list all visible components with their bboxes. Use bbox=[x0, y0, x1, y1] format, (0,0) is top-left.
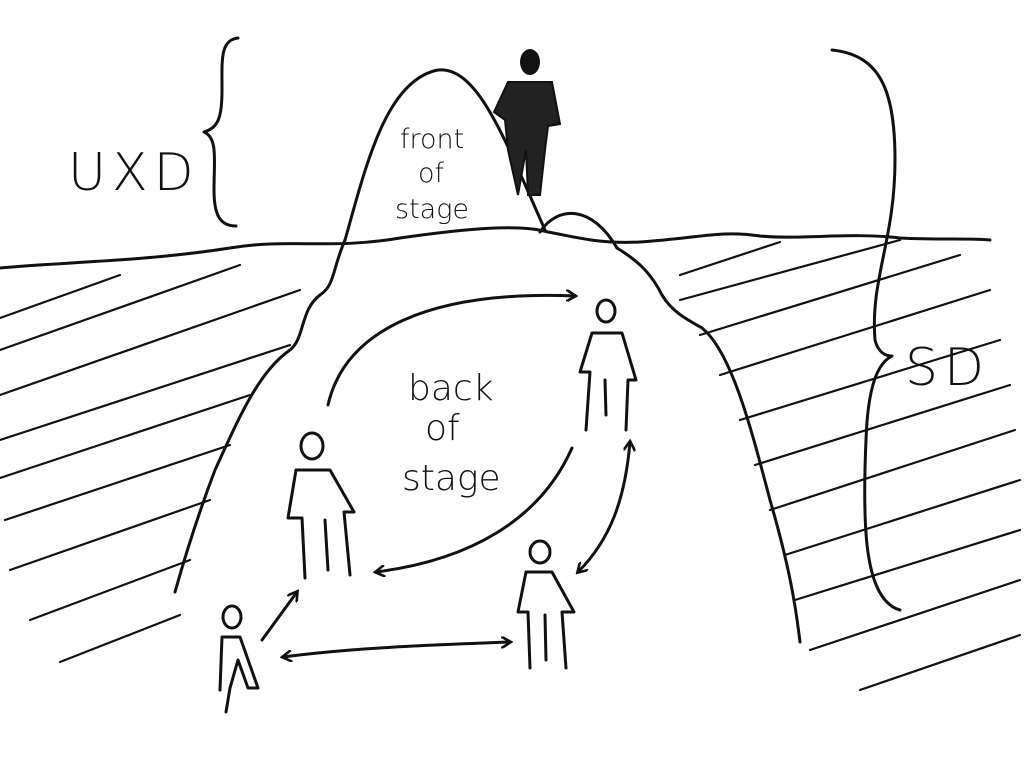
arrow-bottom-horizontal bbox=[283, 642, 510, 657]
iceberg-secondary-peak bbox=[538, 211, 619, 250]
water-hatching-right bbox=[678, 238, 1022, 692]
backstage-person-bottom-left bbox=[218, 604, 260, 714]
sd-brace bbox=[830, 48, 902, 612]
front-label-line3: stage bbox=[395, 194, 469, 225]
backstage-person-left bbox=[286, 431, 356, 580]
arrow-top bbox=[326, 295, 575, 407]
water-hatching-left bbox=[0, 263, 302, 664]
back-of-stage-label: back of stage bbox=[402, 368, 501, 499]
front-label-line1: front bbox=[400, 124, 464, 155]
front-stage-person bbox=[492, 49, 562, 196]
backstage-person-top-right bbox=[578, 298, 638, 432]
front-of-stage-label: front of stage bbox=[395, 124, 469, 225]
iceberg-body-left bbox=[173, 238, 347, 594]
sd-label: SD bbox=[905, 338, 990, 398]
uxd-brace bbox=[202, 36, 240, 228]
arrow-diagonal-small bbox=[260, 592, 297, 642]
arrow-right-vertical bbox=[578, 442, 630, 572]
arrow-middle bbox=[376, 446, 574, 572]
front-label-line2: of bbox=[418, 158, 445, 189]
back-label-line2: of bbox=[425, 408, 460, 449]
backstage-person-bottom-right bbox=[516, 539, 576, 670]
iceberg-body-right bbox=[615, 246, 802, 644]
uxd-label: UXD bbox=[68, 143, 200, 203]
back-label-line3: stage bbox=[402, 458, 501, 499]
waterline bbox=[0, 226, 992, 270]
back-label-line1: back bbox=[408, 368, 494, 409]
